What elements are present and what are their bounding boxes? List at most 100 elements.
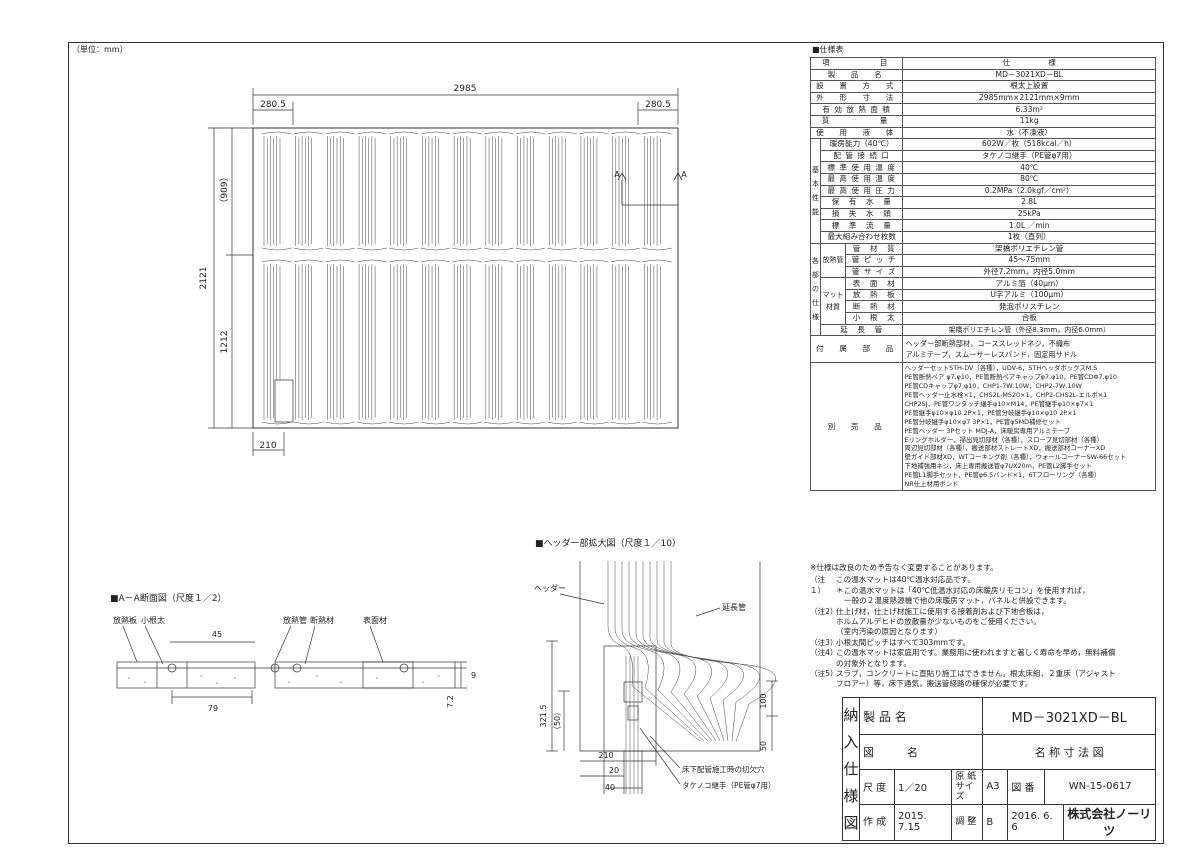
spec-label: 標 準 使 用 温 度 [819,161,904,174]
spec-value: 2985mm×2121mm×9mm [902,91,1156,105]
spec-label: 断 熱 材 [844,300,904,314]
spec-value: 0.2MPa（2.0kgf／cm²） [902,184,1156,198]
label-surface: 表面材 [363,615,387,625]
spec-label: 小 根 太 [844,312,904,325]
spec-label: 配 管 接 続 口 [819,149,904,163]
spec-label: 製 品 名 [809,68,904,82]
spec-head-item: 項 目 [809,57,904,70]
side-char: 図 [843,813,859,832]
spec-label: 外 形 寸 法 [809,91,904,105]
separate-item: PE管L1脚手セット，PE管φ6.5バンド×1，6Tフローリング（各種） [904,471,1101,480]
spec-label: 最 高 使 用 温 度 [819,172,904,186]
spec-head-value: 仕 様 [902,57,1156,70]
spec-value: 1枚（直列） [902,230,1156,244]
spec-label: 延 長 管 [819,323,904,337]
note-line: この温水マットは40℃温水対応品です。 [836,575,975,585]
spec-value: 40℃ [902,161,1156,174]
side-char: 納 [843,705,859,724]
spec-title: ■仕様表 [812,45,844,54]
label-extension-pipe: 延長管 [722,602,746,612]
spec-sub-pipe: 放熱管 [820,242,846,279]
note-line: 一般の２温度熱源機で他の床暖房マット，パネルと併設できます。 [844,596,1071,606]
note-line: フロアー）等，床下通気，搬送管経路の確保が必要です。 [836,679,1033,689]
company-name: 株式会社ノーリツ [1062,803,1157,842]
dim-right-margin: 280.5 [645,100,671,110]
separate-item: Eリングホルダー，掃出見切部材（各種），スロープ見切部材（各種） [904,435,1103,444]
paper-label: 原 紙サイズ [951,769,984,805]
section-mark-left: A [614,170,620,179]
rev-value: 2016. 6. 6 [1007,803,1064,842]
separate-item: 壁ガイド部材XD，WTコーキング剤（各種），ウォールコーナーSW-66セット [904,453,1127,462]
title-block: 納 入 仕 様 図 製 品 名 MD－3021XD－BL 図 名 名 称 寸 法… [842,696,1157,842]
zu-label: 図 名 [858,734,984,770]
dim-321-5: 321.5 [539,705,548,728]
note-key: （注5） [810,669,838,679]
dim-100: 100 [759,693,768,708]
spec-value: アルミ箔（40μm） [902,277,1156,290]
product-value: MD－3021XD－BL [982,696,1156,736]
separate-item: PE管ヘッダー 3Pセット MDJ-A，床暖房専用アルミテープ [904,426,1071,435]
spec-value: MD－3021XD－BL [902,68,1156,82]
spec-label: 損 失 水 頭 [819,207,904,221]
separate-item: 下地補強用ネジ，床上専用搬送管φ7UX20m，PE管L2脚手セット [904,462,1093,471]
spec-label: 管 ピ ッ チ [844,254,904,267]
spec-label: 設 置 方 式 [809,80,904,93]
note-line: ＊この温水マットは「40℃低温水対応の床暖房リモコン」を使用すれば， [836,585,1090,595]
dim-7-2: 7.2 [446,695,455,708]
dim-upper-height: （909） [219,172,230,207]
spec-acc-line: ヘッダー部断熱部材，コーススレッドネジ，不織布 [905,339,1071,349]
dim-50-paren: （50） [553,708,562,734]
spec-footnote: ※仕様は改良のため予告なく変更することがあります。 [810,563,998,572]
header-detail-view: ヘッダー 延長管 321.5 （50） 100 50 210 20 40 床下配… [534,561,778,794]
scale-value: 1／20 [893,769,953,805]
drawing-frame [68,42,1164,844]
label-heat-plate: 放熱板 [113,615,137,625]
dim-bottom-left: 210 [259,441,276,451]
note-line: の対象外となります。 [836,658,911,668]
aa-section-view: 放熱板 小根太 45 放熱管 断熱材 表面材 79 9 7.2 [113,615,476,713]
spec-value: 合板 [902,312,1156,325]
separate-item: PE管断熱ペア φ7,φ10，PE管断熱ペアキャップφ7,φ10，PE管CDΦ7… [904,373,1117,382]
label-small-joist: 小根太 [141,615,165,625]
spec-value: 1.0L ／min [902,219,1156,232]
note-key: （注3） [810,637,838,647]
separate-item: CHP2SJ，PE管ワンタッチ継手φ10×M14，PE管継手φ10×φ7×1 [904,399,1094,408]
spec-acc-line: アルミテープ，スムーサーレスバンド，固定用サドル [905,350,1078,360]
label-cutout: 床下配管施工時の切欠穴 [682,764,765,774]
made-label: 作 成 [859,803,895,842]
note-key: （注2） [810,606,838,616]
section-mark-right: A [681,170,687,179]
note-line: 小根太間ピッチはすべて303mmです。 [836,637,971,647]
dim-left-margin: 280.5 [260,100,286,110]
spec-label: 最 高 使 用 圧 力 [819,184,904,198]
separate-item: PE管分岐継手φ10×φ7 3P×1，PE管φ5MD補修セット [904,417,1061,426]
spec-value: 架橋ポリエチレン管（外径8.3mm，内径6.0mm） [902,323,1156,337]
dim-45: 45 [212,630,222,639]
zu-value: 名 称 寸 法 図 [982,734,1156,770]
spec-label: 最大組み合わせ枚数 [819,230,904,244]
note-key: （注4） [810,648,838,658]
note-line: ホルムアルデヒドの放散量が少ないものをご使用ください。 [836,617,1041,627]
note-key: （注１） [810,575,826,595]
side-char: 仕 [843,759,859,778]
dim-79: 79 [208,704,218,713]
dim-total-width: 2985 [454,84,477,94]
spec-value: 45～75mm [902,254,1156,267]
dim-total-height: 2121 [199,267,209,290]
separate-item: 周辺見切部材（各種），搬送部材ストレートXD，搬送部材コーナーXD [904,444,1106,453]
dim-210: 210 [598,751,613,760]
unit-label: （単位：mm） [72,45,128,54]
mat-plan-view: 2985 280.5 280.5 2121 （909） 1212 210 A A [199,84,687,456]
spec-cat-basic: 基本性能 [810,138,821,244]
spec-label: 標 準 流 量 [819,219,904,232]
spec-label: 放 熱 板 [844,288,904,302]
num-value: WN-15-0617 [1044,769,1156,805]
rev-label: 調 整 [951,803,984,842]
separate-item: PE管ヘッダー止水栓×1，CHS2L-MS20×1，CHP2-CHS2L-エルボ… [904,390,1108,399]
spec-value: 根太上設置 [902,80,1156,93]
dim-9: 9 [471,671,476,680]
separate-item: PE管CDキャップφ7,φ10，CHP1-7W,10W，CHP2-7W,10W [904,382,1082,391]
spec-value: 80℃ [902,172,1156,186]
dim-50: 50 [759,741,768,751]
dim-40: 40 [605,783,615,792]
